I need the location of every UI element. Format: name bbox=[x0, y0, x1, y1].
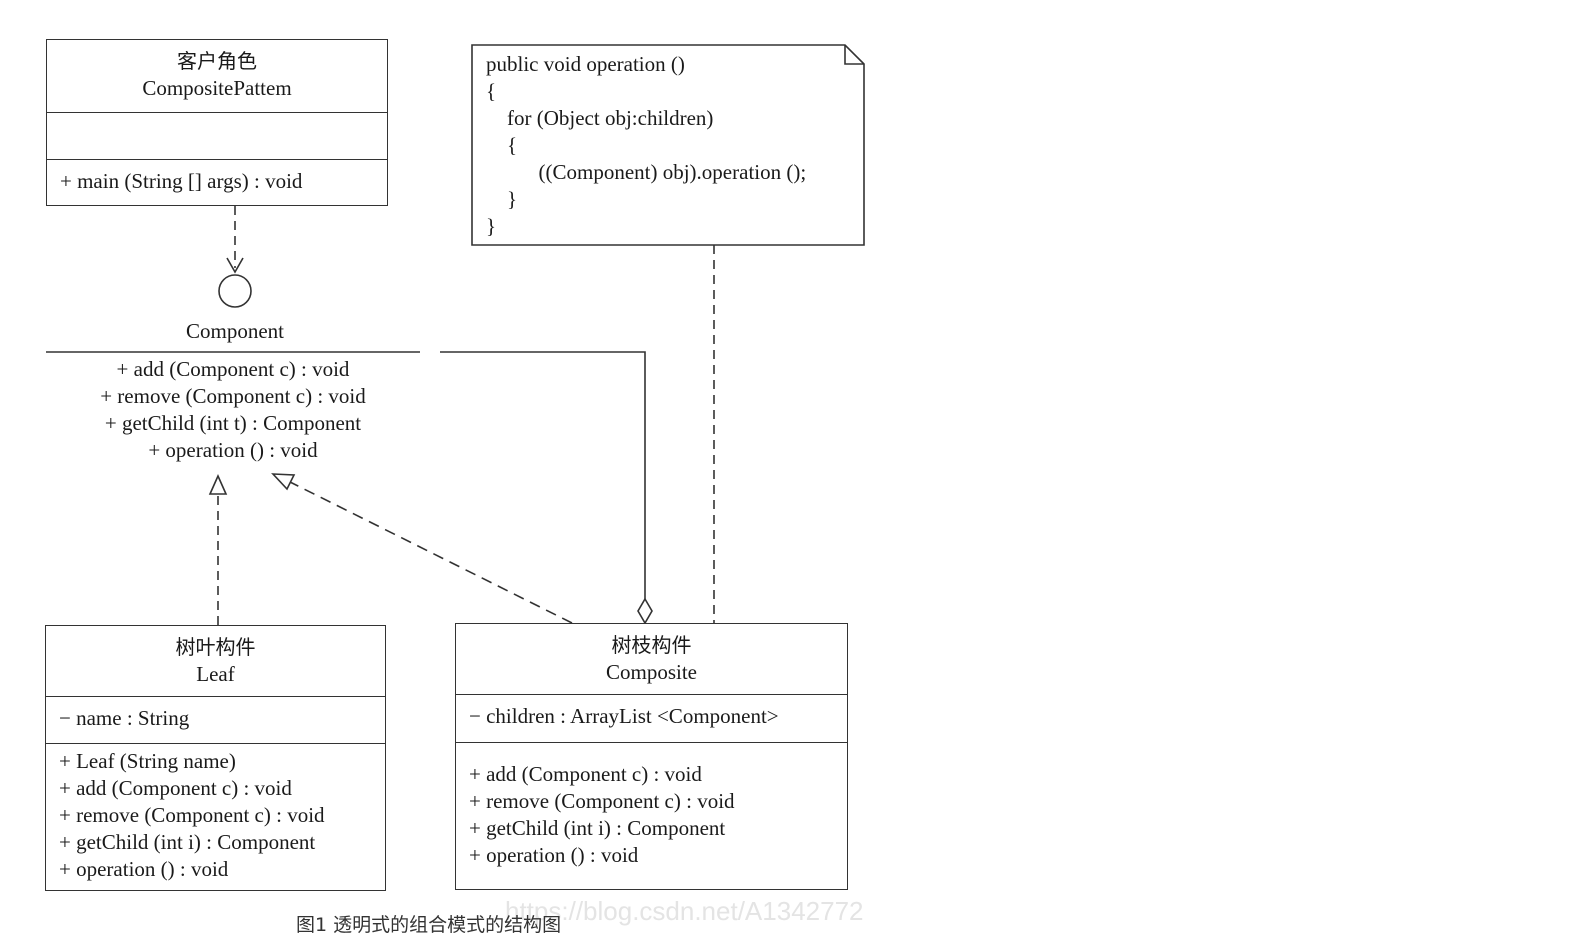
composite-class-name-en: Composite bbox=[605, 660, 697, 684]
note-shape bbox=[471, 44, 865, 246]
leaf-method: + getChild (int i) : Component bbox=[59, 830, 316, 854]
composite-method: + getChild (int i) : Component bbox=[469, 816, 726, 840]
note-line: { bbox=[486, 79, 497, 103]
component-method: + add (Component c) : void bbox=[116, 357, 350, 381]
operation-note: public void operation () { for (Object o… bbox=[472, 45, 864, 245]
leaf-class-name-en: Leaf bbox=[196, 662, 235, 686]
aggregation-diamond bbox=[637, 597, 653, 625]
leaf-realization-arrowhead bbox=[208, 474, 228, 495]
leaf-class-attributes: − name : String bbox=[46, 697, 385, 744]
note-line: public void operation () bbox=[486, 52, 685, 76]
composite-method: + add (Component c) : void bbox=[469, 762, 702, 786]
note-line: } bbox=[486, 214, 497, 238]
note-line: { bbox=[486, 133, 518, 157]
note-line: } bbox=[486, 187, 518, 211]
composite-class-methods: + add (Component c) : void + remove (Com… bbox=[456, 743, 847, 869]
composite-method: + remove (Component c) : void bbox=[469, 789, 735, 813]
component-interface-methods: + add (Component c) : void + remove (Com… bbox=[46, 356, 420, 464]
leaf-class-name-cn: 树叶构件 bbox=[175, 635, 256, 659]
leaf-method: + Leaf (String name) bbox=[59, 749, 236, 773]
composite-field: − children : ArrayList <Component> bbox=[469, 704, 779, 728]
composite-class-header: 树枝构件 Composite bbox=[456, 624, 847, 695]
aggregation-line bbox=[440, 351, 646, 600]
composite-realization-line bbox=[289, 481, 573, 624]
client-class-name-en: CompositePattem bbox=[142, 76, 292, 100]
leaf-class-header: 树叶构件 Leaf bbox=[46, 626, 385, 697]
leaf-class-methods: + Leaf (String name) + add (Component c)… bbox=[46, 744, 385, 883]
leaf-class: 树叶构件 Leaf − name : String + Leaf (String… bbox=[45, 625, 386, 891]
watermark-text: https://blog.csdn.net/A1342772 bbox=[505, 896, 864, 926]
composite-class-attributes: − children : ArrayList <Component> bbox=[456, 695, 847, 743]
leaf-method: + remove (Component c) : void bbox=[59, 803, 325, 827]
client-class-header: 客户角色 CompositePattem bbox=[47, 40, 387, 113]
component-method: + getChild (int t) : Component bbox=[104, 411, 362, 435]
note-line: ((Component) obj).operation (); bbox=[486, 160, 807, 184]
component-method: + operation () : void bbox=[148, 438, 318, 462]
composite-class: 树枝构件 Composite − children : ArrayList <C… bbox=[455, 623, 848, 890]
component-interface-name: Component bbox=[186, 319, 284, 343]
leaf-field: − name : String bbox=[59, 706, 190, 730]
leaf-method: + add (Component c) : void bbox=[59, 776, 292, 800]
composite-method: + operation () : void bbox=[469, 843, 639, 867]
client-dependency-arrowhead bbox=[226, 257, 244, 274]
client-method: + main (String [] args) : void bbox=[60, 169, 303, 193]
client-class: 客户角色 CompositePattem + main (String [] a… bbox=[46, 39, 388, 206]
figure-caption: 图1 透明式的组合模式的结构图 bbox=[296, 914, 562, 936]
client-class-attributes bbox=[47, 113, 387, 160]
client-class-name-cn: 客户角色 bbox=[177, 49, 257, 73]
client-class-methods: + main (String [] args) : void bbox=[47, 160, 387, 195]
component-method: + remove (Component c) : void bbox=[100, 384, 366, 408]
note-line: for (Object obj:children) bbox=[486, 106, 714, 130]
note-fold bbox=[844, 45, 864, 65]
leaf-method: + operation () : void bbox=[59, 857, 229, 881]
composite-realization-arrowhead bbox=[271, 473, 296, 491]
composite-class-name-cn: 树枝构件 bbox=[611, 633, 692, 657]
component-interface-circle bbox=[218, 274, 252, 308]
